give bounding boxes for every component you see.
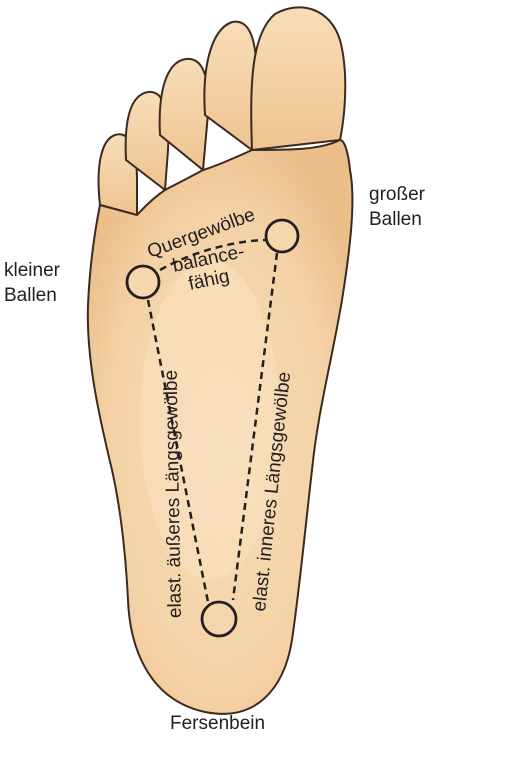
transverse-arch-line [159, 238, 269, 272]
small-ball-label-line2: Ballen [4, 285, 57, 306]
toes [97, 6, 347, 217]
big-ball-label-line1: großer [369, 184, 426, 205]
toe-second [203, 20, 258, 152]
big-ball-point [264, 218, 300, 254]
toe-big [250, 6, 347, 152]
arch-triangle [146, 238, 279, 603]
outer-arch-label: elast. äußeres Längsgewölbe [161, 370, 186, 619]
arch-highlight [140, 260, 280, 580]
big-ball-label-line2: Ballen [369, 209, 422, 230]
small-ball-point [125, 264, 161, 300]
outer-arch-line [146, 299, 210, 603]
inner-arch-line [231, 252, 279, 601]
heel-label: Fersenbein [170, 713, 265, 734]
heel-point [200, 600, 238, 638]
small-ball-label-line1: kleiner [4, 260, 61, 281]
